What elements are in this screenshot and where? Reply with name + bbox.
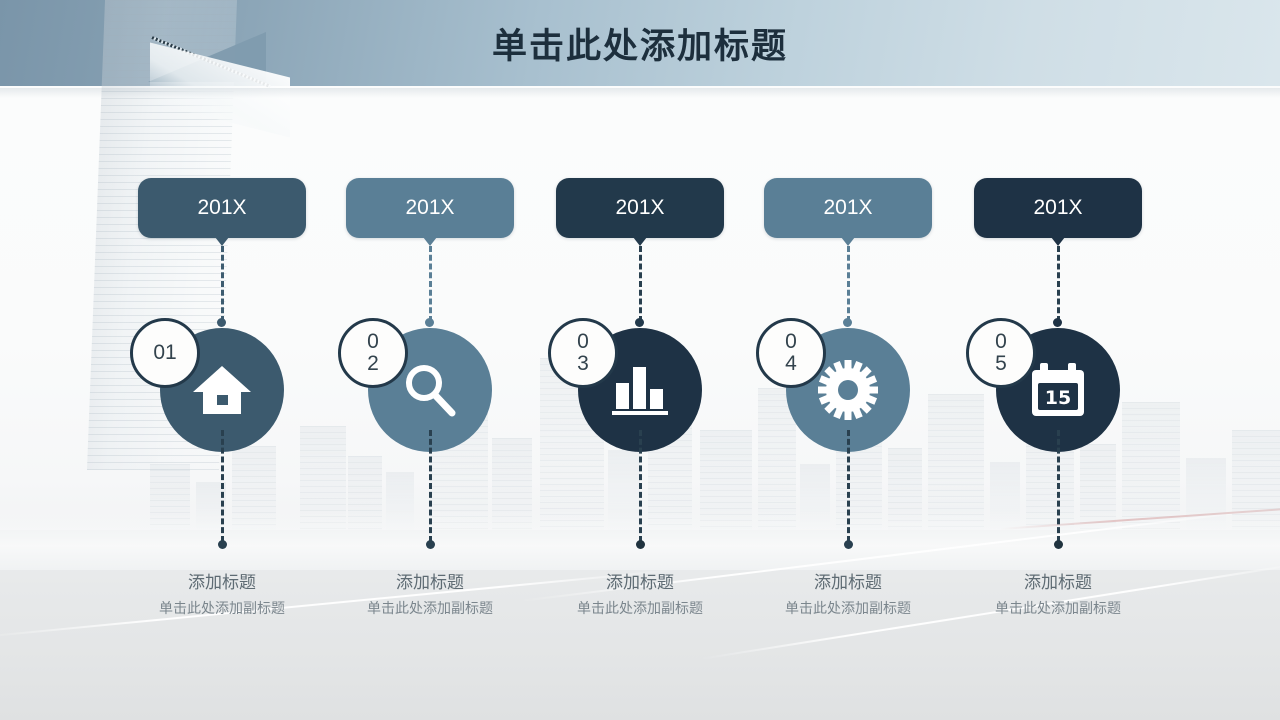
connector-lower-3 (639, 430, 642, 542)
connector-upper-5 (1057, 246, 1060, 322)
connector-lower-5 (1057, 430, 1060, 542)
connector-upper-3 (639, 246, 642, 322)
number-label-1: 01 (153, 340, 177, 364)
number-badge-5: 05 (966, 318, 1036, 388)
connector-dot-top-1 (217, 318, 226, 327)
calendar-day-label: 15 (1045, 387, 1071, 409)
connector-dot-bottom-3 (636, 540, 645, 549)
page-title: 单击此处添加标题 (491, 27, 788, 67)
connector-dot-bottom-2 (426, 540, 435, 549)
gear-icon (818, 360, 878, 420)
caption-1: 添加标题 单击此处添加副标题 (118, 568, 326, 618)
number-badge-1: 01 (130, 318, 200, 388)
timeline-column-4: 201X (756, 0, 972, 720)
pill-tail-2 (423, 237, 437, 246)
pill-tail-3 (633, 237, 647, 246)
number-badge-2: 02 (338, 318, 408, 388)
caption-2: 添加标题 单击此处添加副标题 (326, 568, 534, 618)
connector-dot-bottom-5 (1054, 540, 1063, 549)
connector-dot-top-2 (425, 318, 434, 327)
caption-title-5: 添加标题 (1024, 573, 1092, 593)
caption-4: 添加标题 单击此处添加副标题 (744, 568, 952, 618)
caption-sub-1: 单击此处添加副标题 (159, 601, 285, 617)
connector-dot-bottom-4 (844, 540, 853, 549)
home-icon (193, 366, 251, 414)
year-pill-1[interactable]: 201X (138, 178, 306, 238)
number-badge-3: 03 (548, 318, 618, 388)
year-pill-2[interactable]: 201X (346, 178, 514, 238)
year-label-4: 201X (823, 196, 873, 219)
number-label-4: 04 (785, 329, 797, 375)
caption-title-2: 添加标题 (396, 573, 464, 593)
year-pill-5[interactable]: 201X (974, 178, 1142, 238)
number-label-2: 02 (367, 329, 379, 375)
caption-title-3: 添加标题 (606, 573, 674, 593)
bar-chart-icon (612, 367, 668, 415)
year-label-1: 201X (197, 196, 247, 219)
year-label-3: 201X (615, 196, 665, 219)
pill-tail-1 (215, 237, 229, 246)
connector-dot-bottom-1 (218, 540, 227, 549)
connector-upper-1 (221, 246, 224, 322)
calendar-icon: 15 (1032, 363, 1084, 416)
connector-lower-1 (221, 430, 224, 542)
connector-dot-top-5 (1053, 318, 1062, 327)
timeline-column-3: 201X 03 添加标题 单击此处添加副标题 (548, 0, 764, 720)
year-pill-3[interactable]: 201X (556, 178, 724, 238)
connector-dot-top-4 (843, 318, 852, 327)
connector-lower-4 (847, 430, 850, 542)
caption-sub-2: 单击此处添加副标题 (367, 601, 493, 617)
caption-title-4: 添加标题 (814, 573, 882, 593)
connector-upper-4 (847, 246, 850, 322)
header-band: 单击此处添加标题 (0, 0, 1280, 88)
caption-5: 添加标题 单击此处添加副标题 (954, 568, 1162, 618)
number-badge-4: 04 (756, 318, 826, 388)
number-label-5: 05 (995, 329, 1007, 375)
connector-dot-top-3 (635, 318, 644, 327)
connector-upper-2 (429, 246, 432, 322)
connector-lower-2 (429, 430, 432, 542)
number-label-3: 03 (577, 329, 589, 375)
timeline-column-2: 201X 02 添加标题 单击此处添加副标题 (338, 0, 554, 720)
caption-sub-5: 单击此处添加副标题 (995, 601, 1121, 617)
year-label-5: 201X (1033, 196, 1083, 219)
pill-tail-5 (1051, 237, 1065, 246)
caption-3: 添加标题 单击此处添加副标题 (536, 568, 744, 618)
header-shadow (0, 88, 1280, 98)
pill-tail-4 (841, 237, 855, 246)
caption-sub-4: 单击此处添加副标题 (785, 601, 911, 617)
icon-circle-4[interactable] (786, 328, 910, 452)
timeline-column-5: 201X 15 05 添加标题 单击此处添加副 (966, 0, 1182, 720)
caption-sub-3: 单击此处添加副标题 (577, 601, 703, 617)
year-label-2: 201X (405, 196, 455, 219)
caption-title-1: 添加标题 (188, 573, 256, 593)
year-pill-4[interactable]: 201X (764, 178, 932, 238)
timeline-column-1: 201X 01 添加标题 单击此处添加副标题 (130, 0, 346, 720)
search-icon (406, 365, 456, 417)
